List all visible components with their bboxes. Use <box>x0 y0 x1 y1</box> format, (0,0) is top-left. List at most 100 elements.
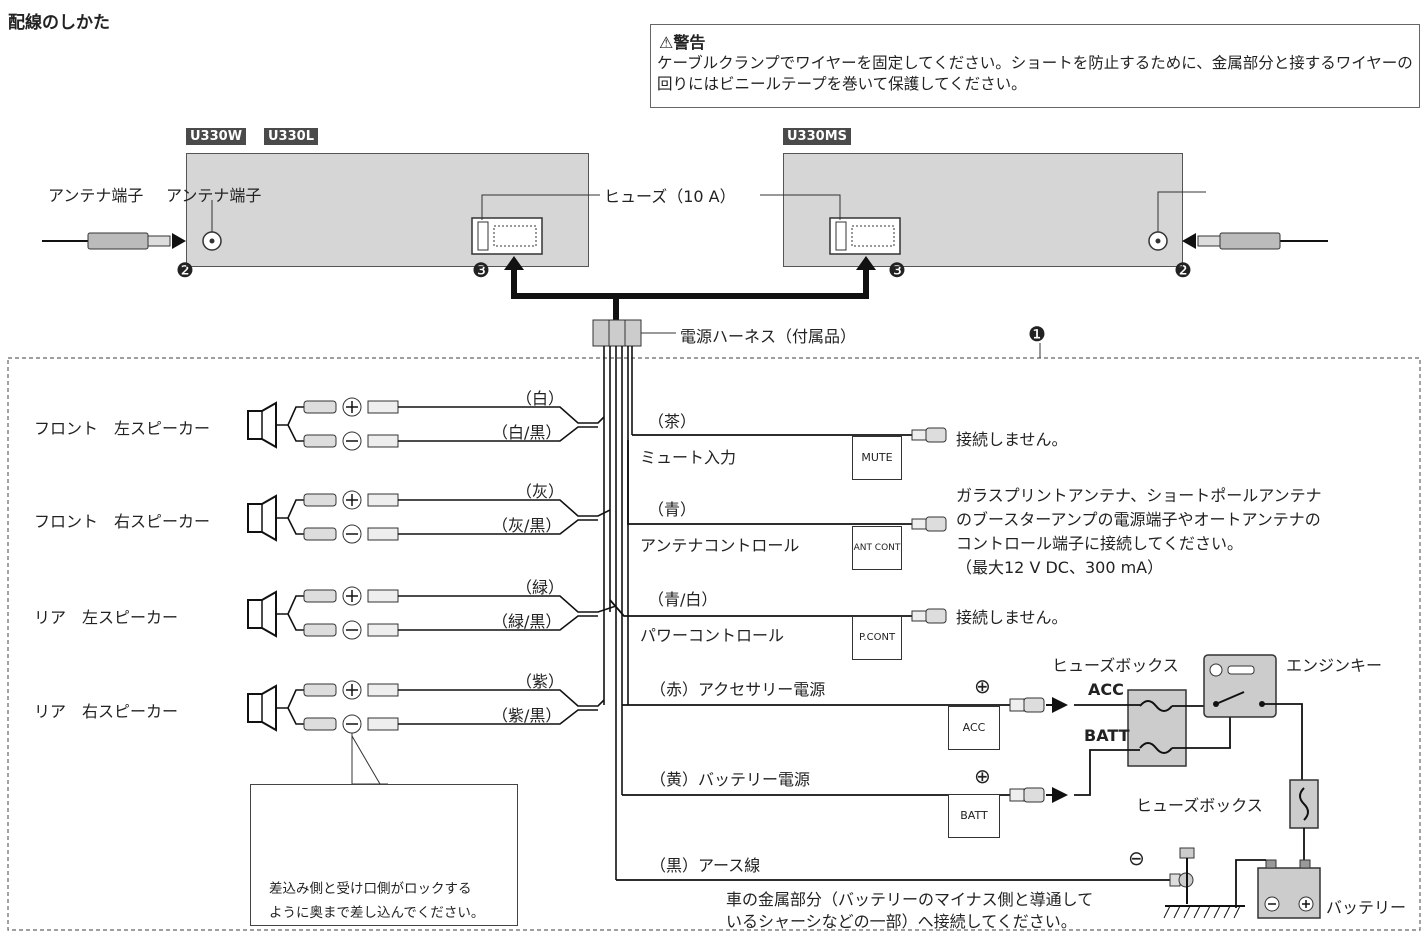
battery <box>1235 859 1321 919</box>
model-tag-u330ms: U330MS <box>783 128 851 145</box>
warning-heading: ⚠警告 <box>659 29 705 53</box>
speaker-wire-minus <box>398 426 598 442</box>
connector-inset: 差込み側と受け口側がロックする ように奥まで差し込んでください。 <box>250 784 518 926</box>
harness-enclosure <box>7 357 1421 931</box>
ant-note-2: のブースターアンプの電源端子やオートアンテナの <box>956 510 1321 529</box>
speaker-plus-color: （紫） <box>516 672 565 691</box>
ant-note-3: コントロール端子に接続してください。 <box>956 534 1244 553</box>
ant-note-4: （最大12 V DC、300 mA） <box>956 558 1164 577</box>
fuse-box-secondary <box>1289 779 1319 868</box>
right-harness-connector <box>829 217 901 255</box>
warning-heading-text: 警告 <box>673 33 706 52</box>
right-antenna-plug <box>1148 191 1328 251</box>
speaker-name: フロント 右スピーカー <box>34 512 211 531</box>
inset-note-1: 差込み側と受け口側がロックする <box>269 881 472 897</box>
ground-wire-label: （黒）アース線 <box>650 856 761 875</box>
left-harness-connector <box>471 217 543 255</box>
callout-3-left: ❸ <box>472 258 490 282</box>
pcont-wire-label: パワーコントロール <box>640 626 785 645</box>
speaker-name: フロント 左スピーカー <box>34 419 211 438</box>
speaker-plug <box>303 589 337 603</box>
mute-wire-color: （茶） <box>648 412 697 431</box>
mute-plug <box>911 427 947 443</box>
speaker-wire-plus <box>398 595 617 613</box>
model-tag-u330l: U330L <box>264 128 318 145</box>
function-wires <box>609 434 1170 881</box>
speaker-socket <box>367 493 399 507</box>
engine-key-switch <box>1203 654 1303 780</box>
ant-wire-color: （青） <box>648 500 697 519</box>
speaker-minus-color: （緑/黒） <box>492 612 562 631</box>
speaker-minus-color: （灰/黒） <box>492 516 562 535</box>
speaker-plus-color: （緑） <box>516 578 565 597</box>
pcont-not-connected: 接続しません。 <box>956 608 1068 627</box>
ground-note-1: 車の金属部分（バッテリーのマイナス側と導通して <box>726 890 1094 909</box>
mute-box: MUTE <box>852 436 902 480</box>
speaker-socket <box>367 683 399 697</box>
callout-2-left: ❷ <box>176 258 194 282</box>
speaker-wire-minus <box>398 709 598 725</box>
speaker-plug <box>303 493 337 507</box>
speaker-socket <box>367 589 399 603</box>
speaker-socket <box>367 623 399 637</box>
fuse-label: ヒューズ（10 A） <box>604 187 736 206</box>
batt-plug <box>1009 787 1068 803</box>
speaker-plus-color: （白） <box>516 389 565 408</box>
batt-plus-sign: ⊕ <box>974 764 991 788</box>
ground-minus-sign: ⊖ <box>1128 846 1145 870</box>
callout-1: ❶ <box>1028 322 1046 346</box>
warning-box: ⚠警告 ケーブルクランプでワイヤーを固定してください。ショートを防止するために、… <box>650 24 1420 108</box>
speaker-wire-plus <box>398 406 605 424</box>
ant-cont-box: ANT CONT <box>852 526 902 570</box>
callout-2-right: ❷ <box>1174 258 1192 282</box>
speaker-socket <box>367 717 399 731</box>
page-title: 配線のしかた <box>8 13 110 33</box>
battery-label: バッテリー <box>1326 898 1407 917</box>
speaker-socket <box>367 400 399 414</box>
acc-plug <box>1009 697 1068 713</box>
speaker-plug <box>303 683 337 697</box>
speaker-minus-color: （紫/黒） <box>492 706 562 725</box>
fusebox-label-top: ヒューズボックス <box>1052 656 1179 675</box>
ant-cont-plug <box>911 516 947 532</box>
harness-block <box>592 319 676 347</box>
speaker-wire-minus <box>398 519 598 535</box>
acc-wire-label: （赤）アクセサリー電源 <box>650 680 826 699</box>
engine-key-label: エンジンキー <box>1286 656 1383 675</box>
pcont-box: P.CONT <box>852 616 902 660</box>
acc-plus-sign: ⊕ <box>974 674 991 698</box>
inset-note-2: ように奥まで差し込んでください。 <box>269 905 485 921</box>
pcont-plug <box>911 608 947 624</box>
speaker-wire-plus <box>398 499 611 517</box>
ant-wire-label: アンテナコントロール <box>640 536 800 555</box>
model-tag-u330w: U330W <box>186 128 247 145</box>
speaker-wire-plus <box>398 689 605 707</box>
speaker-name: リア 右スピーカー <box>34 702 179 721</box>
warning-body: ケーブルクランプでワイヤーを固定してください。ショートを防止するために、金属部分… <box>657 54 1413 93</box>
acc-box: ACC <box>948 706 1000 750</box>
trunk-wires <box>603 346 633 880</box>
speaker-plug <box>303 527 337 541</box>
speaker-name: リア 左スピーカー <box>34 608 179 627</box>
speaker-plug <box>303 434 337 448</box>
harness-label: 電源ハーネス（付属品） <box>680 327 857 346</box>
left-antenna-plug <box>42 200 222 251</box>
antenna-terminal-label-1: アンテナ端子 <box>48 186 144 205</box>
ground-note-2: いるシャーシなどの一部）へ接続してください。 <box>726 912 1077 931</box>
ant-note-1: ガラスプリントアンテナ、ショートポールアンテナ <box>956 486 1322 505</box>
batt-box: BATT <box>948 794 1000 838</box>
warning-icon: ⚠ <box>659 33 674 52</box>
speaker-socket <box>367 527 399 541</box>
fusebox-label-mid: ヒューズボックス <box>1136 796 1263 815</box>
batt-wire-label: （黄）バッテリー電源 <box>650 770 811 789</box>
mute-wire-label: ミュート入力 <box>640 448 737 467</box>
speaker-plus-color: （灰） <box>516 482 565 501</box>
speaker-plug <box>303 623 337 637</box>
speaker-socket <box>367 434 399 448</box>
fusebox-batt-label: BATT <box>1084 726 1130 745</box>
speaker-plug <box>303 400 337 414</box>
head-unit-right <box>783 153 1183 267</box>
callout-3-right: ❸ <box>888 258 906 282</box>
mute-not-connected: 接続しません。 <box>956 430 1068 449</box>
